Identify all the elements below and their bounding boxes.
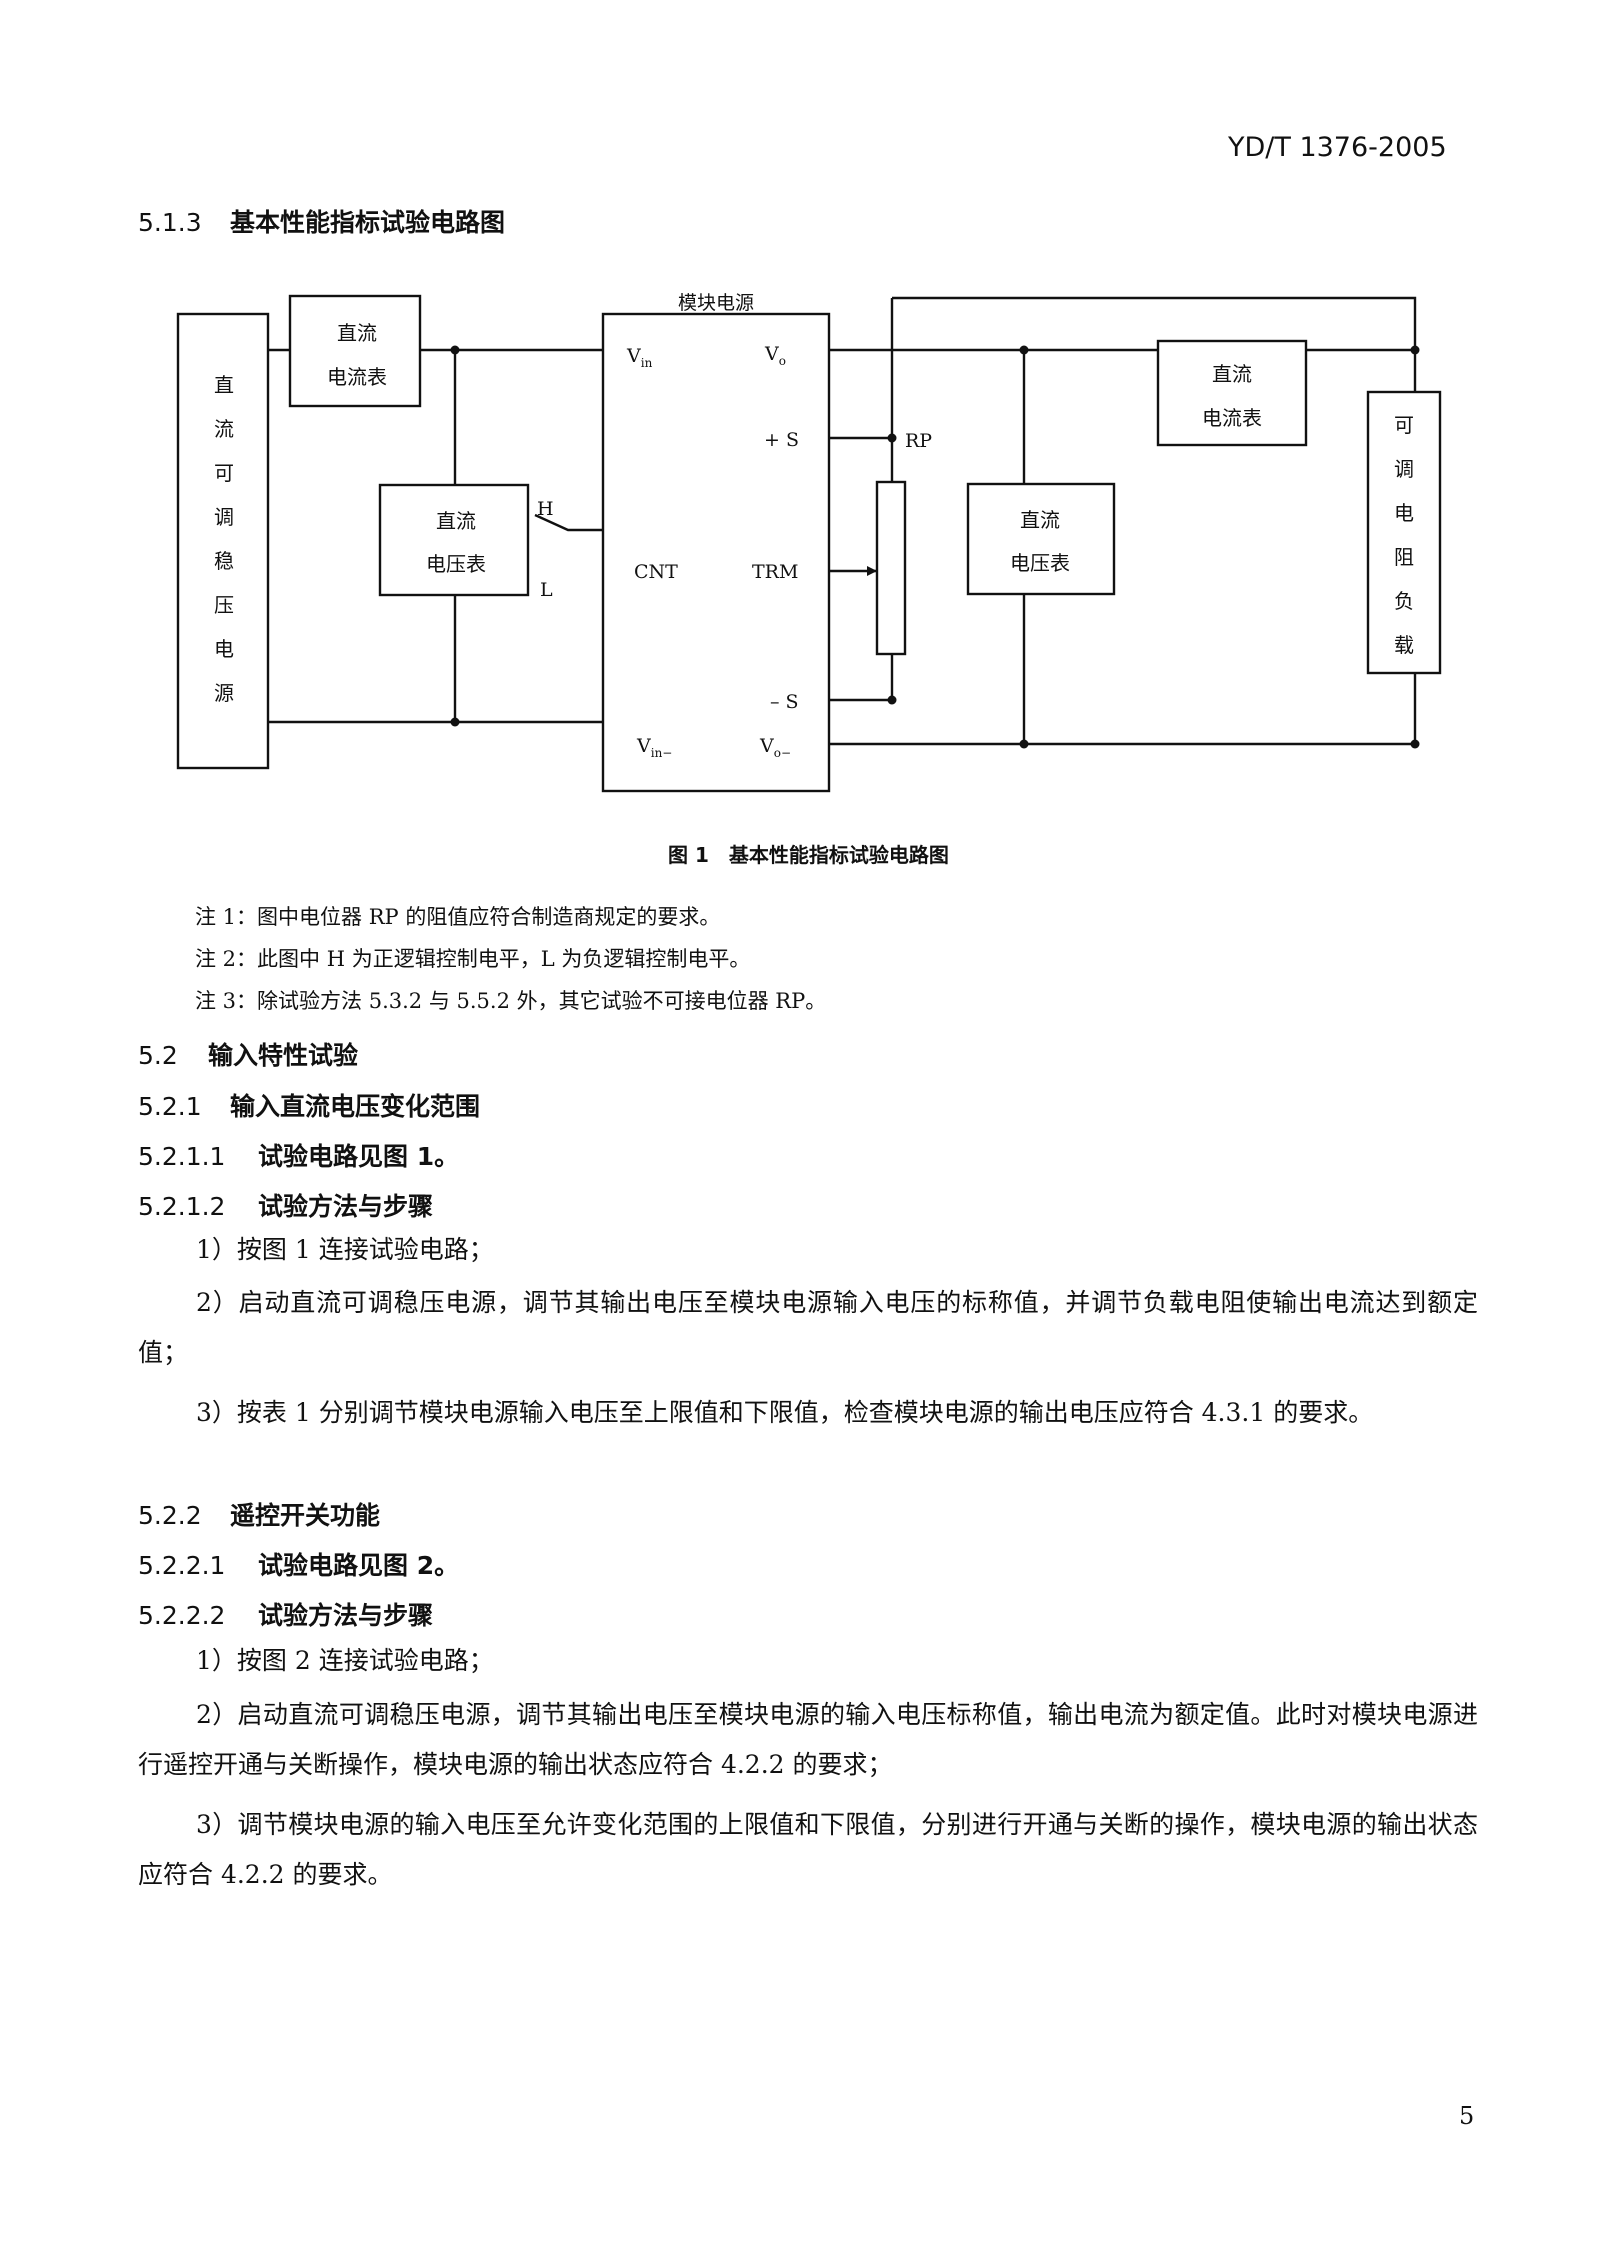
circuit-diagram: 模块电源 直 流 可 调 稳 压 电 源 直流 电流表 直流 电压表 直流 电压…	[176, 292, 1442, 793]
page-number: 5	[1459, 2102, 1475, 2130]
section-5222-heading: 5.2.2.2 试验方法与步骤	[138, 1596, 433, 1632]
output-ammeter-box	[1156, 339, 1308, 447]
step-text: 2）启动直流可调稳压电源，调节其输出电压至模块电源输入电压的标称值，并调节负载电…	[138, 1288, 1478, 1367]
output-voltmeter-label: 电压表	[1010, 551, 1070, 575]
pin-vin-minus: Vin−	[636, 735, 672, 760]
output-voltmeter-label: 直流	[1020, 508, 1060, 532]
section-52-heading: 5.2 输入特性试验	[138, 1036, 358, 1072]
step-text: 3）按表 1 分别调节模块电源输入电压至上限值和下限值，检查模块电源的输出电压应…	[196, 1398, 1374, 1427]
input-ammeter-box	[288, 294, 422, 408]
pin-vin-plus: Vin	[626, 345, 653, 370]
step-text: 2）启动直流可调稳压电源，调节其输出电压至模块电源的输入电压标称值，输出电流为额…	[138, 1700, 1478, 1779]
output-ammeter-label: 电流表	[1202, 406, 1262, 430]
pin-vo-minus: Vo−	[759, 735, 791, 760]
section-title: 遥控开关功能	[230, 1501, 381, 1530]
section-number: 5.2.2.1	[138, 1551, 226, 1580]
rp-resistor	[875, 480, 907, 656]
dc-source-box	[176, 312, 270, 770]
section-title: 试验方法与步骤	[258, 1192, 434, 1221]
step-text: 1）按图 2 连接试验电路；	[196, 1646, 494, 1675]
section-521-heading: 5.2.1 输入直流电压变化范围	[138, 1087, 480, 1123]
label-rp: RP	[905, 430, 932, 452]
label-l: L	[540, 579, 553, 601]
section-522-heading: 5.2.2 遥控开关功能	[138, 1496, 380, 1532]
section-number: 5.2.1.1	[138, 1142, 226, 1171]
load-char: 电	[1394, 501, 1414, 525]
input-voltmeter-box	[378, 483, 530, 597]
pin-vo-plus: Vo	[764, 343, 786, 368]
section-title: 基本性能指标试验电路图	[230, 208, 506, 237]
note-3: 注 3：除试验方法 5.3.2 与 5.5.2 外，其它试验不可接电位器 RP。	[195, 989, 827, 1013]
section-number: 5.2	[138, 1041, 178, 1070]
step-text: 1）按图 1 连接试验电路；	[196, 1235, 494, 1264]
pin-s-minus: – S	[770, 691, 799, 713]
note-1: 注 1：图中电位器 RP 的阻值应符合制造商规定的要求。	[195, 905, 721, 929]
label-h: H	[537, 498, 554, 520]
source-char: 可	[214, 461, 234, 485]
source-char: 调	[214, 505, 234, 529]
source-char: 压	[214, 593, 234, 617]
input-voltmeter-label: 电压表	[426, 552, 486, 576]
section-number: 5.1.3	[138, 208, 202, 237]
load-char: 可	[1394, 413, 1414, 437]
section-title: 试验电路见图 2。	[258, 1551, 460, 1580]
section-title: 输入直流电压变化范围	[230, 1092, 481, 1121]
section-title: 试验电路见图 1。	[258, 1142, 460, 1171]
source-char: 源	[214, 681, 234, 705]
pin-cnt: CNT	[634, 561, 678, 583]
note-2: 注 2：此图中 H 为正逻辑控制电平，L 为负逻辑控制电平。	[195, 947, 751, 971]
pin-trm: TRM	[752, 561, 798, 583]
pin-s-plus: + S	[764, 429, 799, 451]
figure-caption: 图 1 基本性能指标试验电路图	[668, 843, 949, 867]
section-number: 5.2.2	[138, 1501, 202, 1530]
section-number: 5.2.1	[138, 1092, 202, 1121]
step-text: 3）调节模块电源的输入电压至允许变化范围的上限值和下限值，分别进行开通与关断的操…	[138, 1810, 1478, 1889]
load-box	[1366, 390, 1442, 675]
input-voltmeter-label: 直流	[436, 509, 476, 533]
section-5211-heading: 5.2.1.1 试验电路见图 1。	[138, 1137, 459, 1173]
input-ammeter-label: 直流	[337, 321, 377, 345]
section-5212-heading: 5.2.1.2 试验方法与步骤	[138, 1187, 433, 1223]
section-5221-heading: 5.2.2.1 试验电路见图 2。	[138, 1546, 459, 1582]
load-char: 负	[1394, 589, 1414, 613]
input-ammeter-label: 电流表	[327, 365, 387, 389]
output-ammeter-label: 直流	[1212, 362, 1252, 386]
output-voltmeter-box	[966, 482, 1116, 596]
module-label: 模块电源	[678, 292, 754, 314]
section-number: 5.2.2.2	[138, 1601, 226, 1630]
section-title: 输入特性试验	[208, 1041, 359, 1070]
standard-id: YD/T 1376-2005	[1228, 132, 1447, 163]
section-number: 5.2.1.2	[138, 1192, 226, 1221]
section-513-heading: 5.1.3 基本性能指标试验电路图	[138, 203, 505, 239]
source-char: 稳	[214, 549, 234, 573]
load-char: 载	[1394, 633, 1414, 657]
source-char: 直	[214, 373, 234, 397]
source-char: 电	[214, 637, 234, 661]
load-char: 阻	[1394, 545, 1414, 569]
section-title: 试验方法与步骤	[258, 1601, 434, 1630]
module-box	[601, 312, 831, 793]
load-char: 调	[1394, 457, 1414, 481]
source-char: 流	[214, 417, 234, 441]
